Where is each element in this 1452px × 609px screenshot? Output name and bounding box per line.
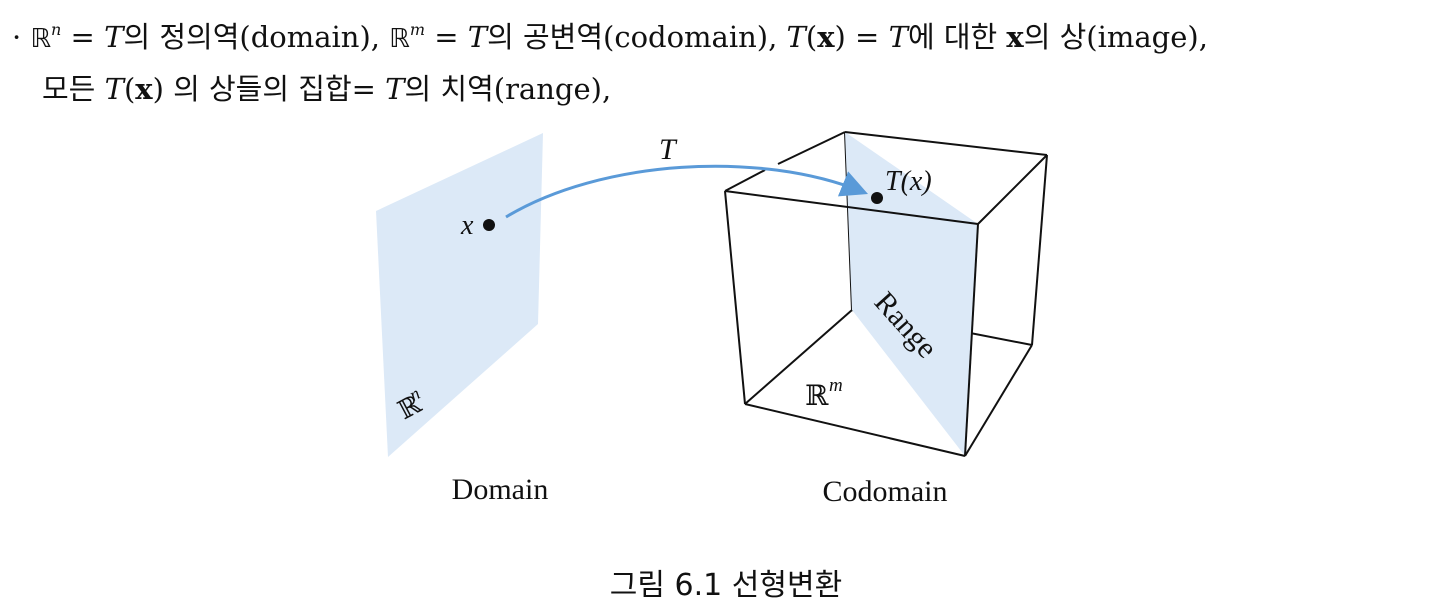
set-of-images-text: 의 상들의 집합= xyxy=(163,72,386,106)
cube-edge xyxy=(744,309,853,405)
x-label: x xyxy=(460,210,474,241)
cube-edge xyxy=(724,169,766,192)
cube-edge xyxy=(724,190,979,225)
equals: = xyxy=(424,20,468,54)
cube-edge xyxy=(977,154,1048,225)
domain-label: Domain xyxy=(452,473,549,506)
definition-line-1: · ℝn = T의 정의역(domain), ℝm = T의 공변역(codom… xyxy=(12,14,1208,56)
exponent-m: m xyxy=(409,20,425,39)
tx-label: T(x) xyxy=(885,166,932,197)
paren-open: ( xyxy=(123,72,136,106)
range-plane xyxy=(845,132,978,456)
mapping-arrow xyxy=(505,164,869,219)
image-definition: 의 상(image), xyxy=(1023,20,1208,54)
domain-plane xyxy=(376,133,543,457)
rm-symbol: ℝ xyxy=(805,381,829,412)
point-x xyxy=(483,219,495,231)
exponent-n: n xyxy=(51,20,62,39)
paren-open: ( xyxy=(805,20,818,54)
transform-symbol: T xyxy=(104,72,124,106)
cube-edge xyxy=(1031,154,1048,346)
paren-close: ) xyxy=(152,72,164,106)
real-space-symbol: ℝ xyxy=(30,24,52,54)
cube-edge xyxy=(964,223,979,457)
point-tx xyxy=(871,192,883,204)
transform-symbol: T xyxy=(467,20,488,54)
real-space-symbol: ℝ xyxy=(389,24,410,54)
equals: = xyxy=(61,20,105,54)
about-text: 에 대한 xyxy=(907,20,1007,54)
map-label: T xyxy=(659,133,678,166)
cube-edge xyxy=(964,344,1033,457)
transform-symbol: T xyxy=(385,72,405,106)
definition-line-2: 모든 T(x) 의 상들의 집합= T의 치역(range), xyxy=(42,66,611,108)
cube-edge xyxy=(777,131,846,165)
cube-edge xyxy=(844,131,1048,156)
vector-x: x xyxy=(817,20,835,54)
codomain-cube-front-edges xyxy=(724,131,1048,457)
range-definition: 의 치역(range), xyxy=(404,72,612,106)
equals: = xyxy=(845,20,889,54)
bullet: · xyxy=(12,20,22,54)
transform-symbol: T xyxy=(786,20,806,54)
cube-edge xyxy=(724,190,746,405)
vector-x: x xyxy=(135,72,153,106)
cube-edge xyxy=(744,403,966,457)
all-text: 모든 xyxy=(42,72,105,106)
transform-symbol: T xyxy=(104,20,124,54)
codomain-definition: 의 공변역(codomain), xyxy=(487,20,787,54)
codomain-label: Codomain xyxy=(823,475,948,508)
paren-close: ) xyxy=(834,20,846,54)
vector-x: x xyxy=(1006,20,1024,54)
transform-symbol: T xyxy=(888,20,908,54)
domain-definition: 의 정의역(domain), xyxy=(123,20,390,54)
rm-exponent: m xyxy=(829,375,843,396)
figure-caption: 그림 6.1 선형변환 xyxy=(609,568,843,603)
